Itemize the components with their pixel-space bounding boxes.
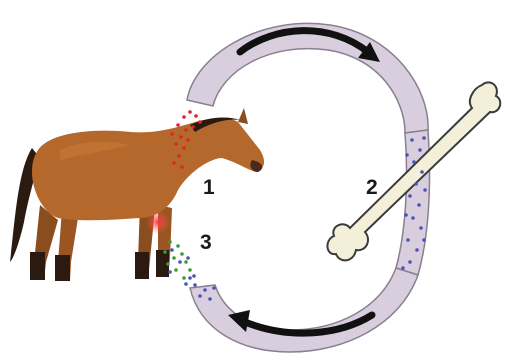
ring-lower-segment [190, 268, 418, 352]
red-glow-spot [146, 210, 170, 234]
ring-right-segment [396, 130, 430, 275]
stage-label-1: 1 [203, 176, 215, 199]
stage-label-2: 2 [366, 176, 378, 199]
horse-icon [10, 108, 264, 281]
stage-label-3: 3 [200, 231, 212, 254]
ring-upper-segment [187, 23, 428, 133]
